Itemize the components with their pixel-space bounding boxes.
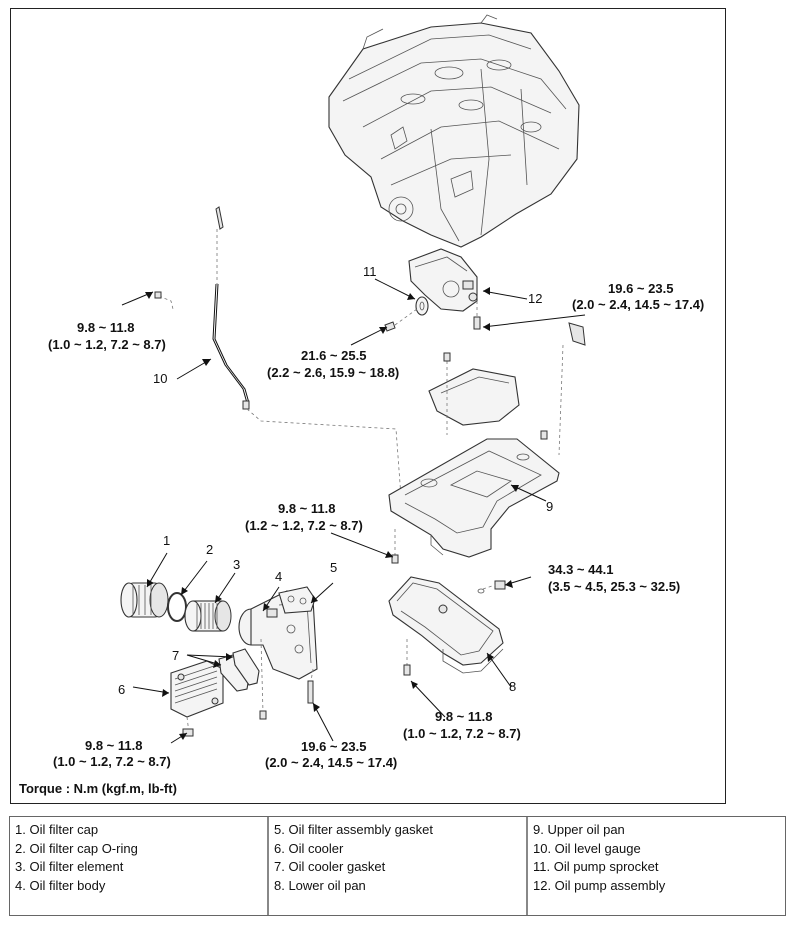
torque-pump-nm: 19.6 ~ 23.5	[608, 281, 673, 296]
guide-bolt	[259, 710, 267, 720]
torque-dipstick-nm: 9.8 ~ 11.8	[77, 320, 134, 335]
lower-pan-bolt	[403, 639, 411, 676]
engine-block	[328, 14, 580, 248]
pump-bolt	[473, 301, 481, 330]
torque-sprocket-nm: 21.6 ~ 25.5	[301, 348, 366, 363]
legend-item-8: 8. Lower oil pan	[274, 877, 366, 893]
legend-item-5: 5. Oil filter assembly gasket	[274, 822, 433, 837]
callout-9: 9	[546, 499, 553, 514]
legend-item-1: 1. Oil filter cap	[15, 822, 99, 837]
oil-filter-cap-o-ring	[167, 592, 187, 622]
legend-item-11: 11. Oil pump sprocket	[533, 859, 659, 875]
callout-4: 4	[275, 569, 282, 584]
lower-oil-pan	[388, 576, 504, 674]
callout-2: 2	[206, 542, 213, 557]
callout-3: 3	[233, 557, 240, 572]
oil-filter-assembly-gasket	[278, 586, 316, 614]
oil-filter-cap	[120, 582, 169, 618]
assembly-guide-line	[260, 638, 264, 714]
callout-5: 5	[330, 560, 337, 575]
legend-item-2: 2. Oil filter cap O-ring	[15, 840, 138, 856]
legend-item-7: 7. Oil cooler gasket	[274, 859, 386, 875]
legend-item-9: 9. Upper oil pan	[533, 822, 625, 837]
oil-pump-sprocket	[415, 296, 429, 316]
torque-drain-nm: 34.3 ~ 44.1	[548, 562, 613, 577]
torque-upper-pan-alt: (1.2 ~ 1.2, 7.2 ~ 8.7)	[245, 518, 363, 533]
torque-pump-alt: (2.0 ~ 2.4, 14.5 ~ 17.4)	[572, 297, 704, 312]
torque-sprocket-alt: (2.2 ~ 2.6, 15.9 ~ 18.8)	[267, 365, 399, 380]
callout-10: 10	[153, 371, 167, 386]
upper-oil-pan	[388, 438, 560, 558]
upper-pan-bolt	[391, 529, 399, 564]
exploded-diagram: 1 2 3 4 5 6 7 8 9 10 11 12 9.8 ~ 11.8 (1…	[19, 14, 704, 796]
legend-column-2: 5. Oil filter assembly gasket 6. Oil coo…	[269, 817, 528, 915]
callout-8: 8	[509, 679, 516, 694]
exploded-diagram-frame: 1 2 3 4 5 6 7 8 9 10 11 12 9.8 ~ 11.8 (1…	[10, 8, 726, 804]
legend-item-12: 12. Oil pump assembly	[533, 877, 666, 893]
torque-cooler-alt: (1.0 ~ 1.2, 7.2 ~ 8.7)	[53, 754, 171, 769]
legend-column-1: 1. Oil filter cap 2. Oil filter cap O-ri…	[10, 817, 269, 915]
leader-lines	[121, 278, 586, 744]
torque-filter-body-nm: 19.6 ~ 23.5	[301, 739, 366, 754]
oil-filter-element	[184, 600, 232, 632]
legend-item-4: 4. Oil filter body	[15, 877, 106, 893]
torque-dipstick-alt: (1.0 ~ 1.2, 7.2 ~ 8.7)	[48, 337, 166, 352]
cooler-bolt	[182, 716, 194, 737]
oil-cooler	[170, 660, 224, 718]
callout-12: 12	[528, 291, 542, 306]
callout-7: 7	[172, 648, 179, 663]
legend-item-10: 10. Oil level gauge	[533, 840, 641, 856]
torque-drain-alt: (3.5 ~ 4.5, 25.3 ~ 32.5)	[548, 579, 680, 594]
oil-pan-baffle	[428, 322, 586, 456]
legend-item-3: 3. Oil filter element	[15, 859, 124, 875]
torque-lower-pan-alt: (1.0 ~ 1.2, 7.2 ~ 8.7)	[403, 726, 521, 741]
oil-filter-body	[238, 590, 318, 680]
callout-6: 6	[118, 682, 125, 697]
legend-item-6: 6. Oil cooler	[274, 840, 344, 856]
legend-column-3: 9. Upper oil pan 10. Oil level gauge 11.…	[528, 817, 785, 915]
parts-legend-table: 1. Oil filter cap 2. Oil filter cap O-ri…	[9, 816, 786, 916]
oil-pump-assembly	[408, 248, 478, 312]
torque-unit-note: Torque : N.m (kgf.m, lb-ft)	[19, 781, 177, 796]
torque-filter-body-alt: (2.0 ~ 2.4, 14.5 ~ 17.4)	[265, 755, 397, 770]
oil-level-gauge	[154, 206, 402, 498]
torque-upper-pan-nm: 9.8 ~ 11.8	[278, 501, 335, 516]
filter-body-bolt	[307, 668, 314, 704]
oil-cooler-gasket	[218, 648, 260, 692]
callout-1: 1	[163, 533, 170, 548]
callout-11: 11	[363, 264, 377, 279]
torque-cooler-nm: 9.8 ~ 11.8	[85, 738, 142, 753]
torque-lower-pan-nm: 9.8 ~ 11.8	[435, 709, 492, 724]
drain-plug	[477, 580, 506, 594]
sprocket-bolt	[384, 308, 418, 332]
